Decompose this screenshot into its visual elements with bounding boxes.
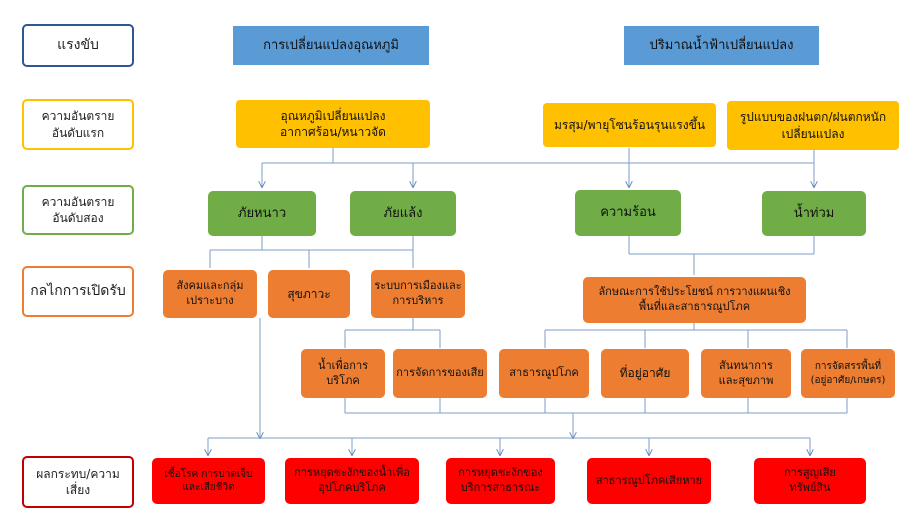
row-label-secondary-hazard: ความอันตราย อันดับสอง — [22, 185, 134, 235]
row-label-impact: ผลกระทบ/ความ เสี่ยง — [22, 456, 134, 508]
exposure-vulnerable-groups: สังคมและกลุ่ม เปราะบาง — [163, 270, 257, 318]
driver-climate-change: การเปลี่ยนแปลงอุณหภูมิ — [233, 26, 429, 65]
impact-property-loss: การสูญเสีย ทรัพย์สิน — [754, 458, 866, 504]
row-label-driver: แรงขับ — [22, 24, 134, 67]
exposure-health: สุขภาวะ — [268, 270, 350, 318]
exposure-recreation: สันทนาการ และสุขภาพ — [701, 349, 791, 398]
row-label-primary-hazard: ความอันตราย อันดับแรก — [22, 99, 134, 150]
impact-disease: เชื้อโรค การบาดเจ็บ และเสียชีวิต — [152, 458, 265, 504]
secondary-hazard-flood: น้ำท่วม — [762, 191, 866, 236]
secondary-hazard-drought: ภัยแล้ง — [350, 191, 456, 236]
exposure-housing: ที่อยู่อาศัย — [601, 349, 689, 398]
driver-rainfall-change: ปริมาณน้ำฟ้าเปลี่ยนแปลง — [624, 26, 819, 65]
exposure-zoning: การจัดสรรพื้นที่ (อยู่อาศัย/เกษตร) — [801, 349, 895, 398]
exposure-urban-systems: ระบบการเมืองและ การบริหาร — [371, 270, 465, 318]
exposure-land-use: ลักษณะการใช้ประโยชน์ การวางแผนเชิง พื้นท… — [583, 277, 806, 323]
exposure-waste: การจัดการของเสีย — [393, 349, 487, 398]
row-label-exposure: กลไกการเปิดรับ — [22, 266, 134, 317]
impact-water-disruption: การหยุดชะงักของน้ำเพื่อ อุปโภคบริโภค — [285, 458, 419, 504]
exposure-water-consumption: น้ำเพื่อการ บริโภค — [301, 349, 385, 398]
primary-hazard-temperature: อุณหภูมิเปลี่ยนแปลง อากาศร้อน/หนาวจัด — [236, 100, 430, 148]
secondary-hazard-heat: ความร้อน — [575, 190, 681, 236]
primary-hazard-monsoon: มรสุม/พายุโซนร้อนรุนแรงขึ้น — [543, 103, 716, 147]
impact-utility-damage: สาธารณูปโภคเสียหาย — [587, 458, 711, 504]
secondary-hazard-cold: ภัยหนาว — [208, 191, 316, 236]
impact-service-disruption: การหยุดชะงักของ บริการสาธารณะ — [446, 458, 555, 504]
exposure-utilities: สาธารณูปโภค — [499, 349, 589, 398]
primary-hazard-rain-pattern: รูปแบบของฝนตก/ฝนตกหนัก เปลี่ยนแปลง — [727, 101, 899, 150]
